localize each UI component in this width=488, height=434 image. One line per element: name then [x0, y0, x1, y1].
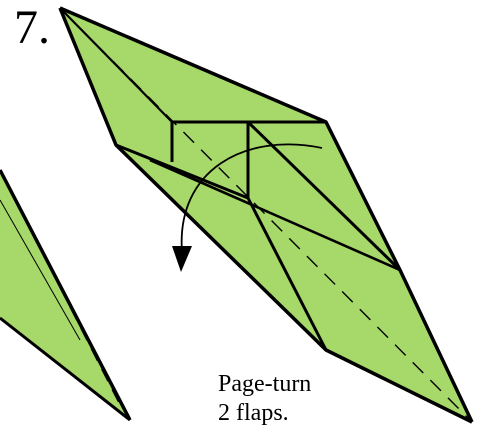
turn-arrow-path: [180, 143, 323, 253]
left-partial-edge-bottom: [0, 316, 131, 422]
curved-arrow-down-icon: [172, 143, 323, 272]
fold-line-flap-mid: [149, 158, 401, 272]
instruction-line-2: 2 flaps.: [218, 400, 289, 426]
fold-line-flap-top: [115, 143, 249, 200]
outer-edge-bottom: [58, 7, 473, 424]
instruction-text: Page-turn 2 flaps.: [218, 370, 311, 428]
left-partial-valley-fold: [17, 204, 121, 406]
outer-edge-top: [59, 6, 474, 423]
left-partial-crease: [0, 199, 81, 341]
fold-line-square-top-diag: [246, 120, 402, 272]
main-model: [58, 6, 474, 424]
step-number: 7.: [14, 1, 50, 54]
turn-arrow-head: [172, 246, 192, 272]
valley-fold-line: [59, 7, 473, 423]
fold-line-flap-lower: [246, 197, 328, 351]
instruction-line-1: Page-turn: [218, 371, 312, 397]
left-partial-model: [0, 169, 132, 422]
